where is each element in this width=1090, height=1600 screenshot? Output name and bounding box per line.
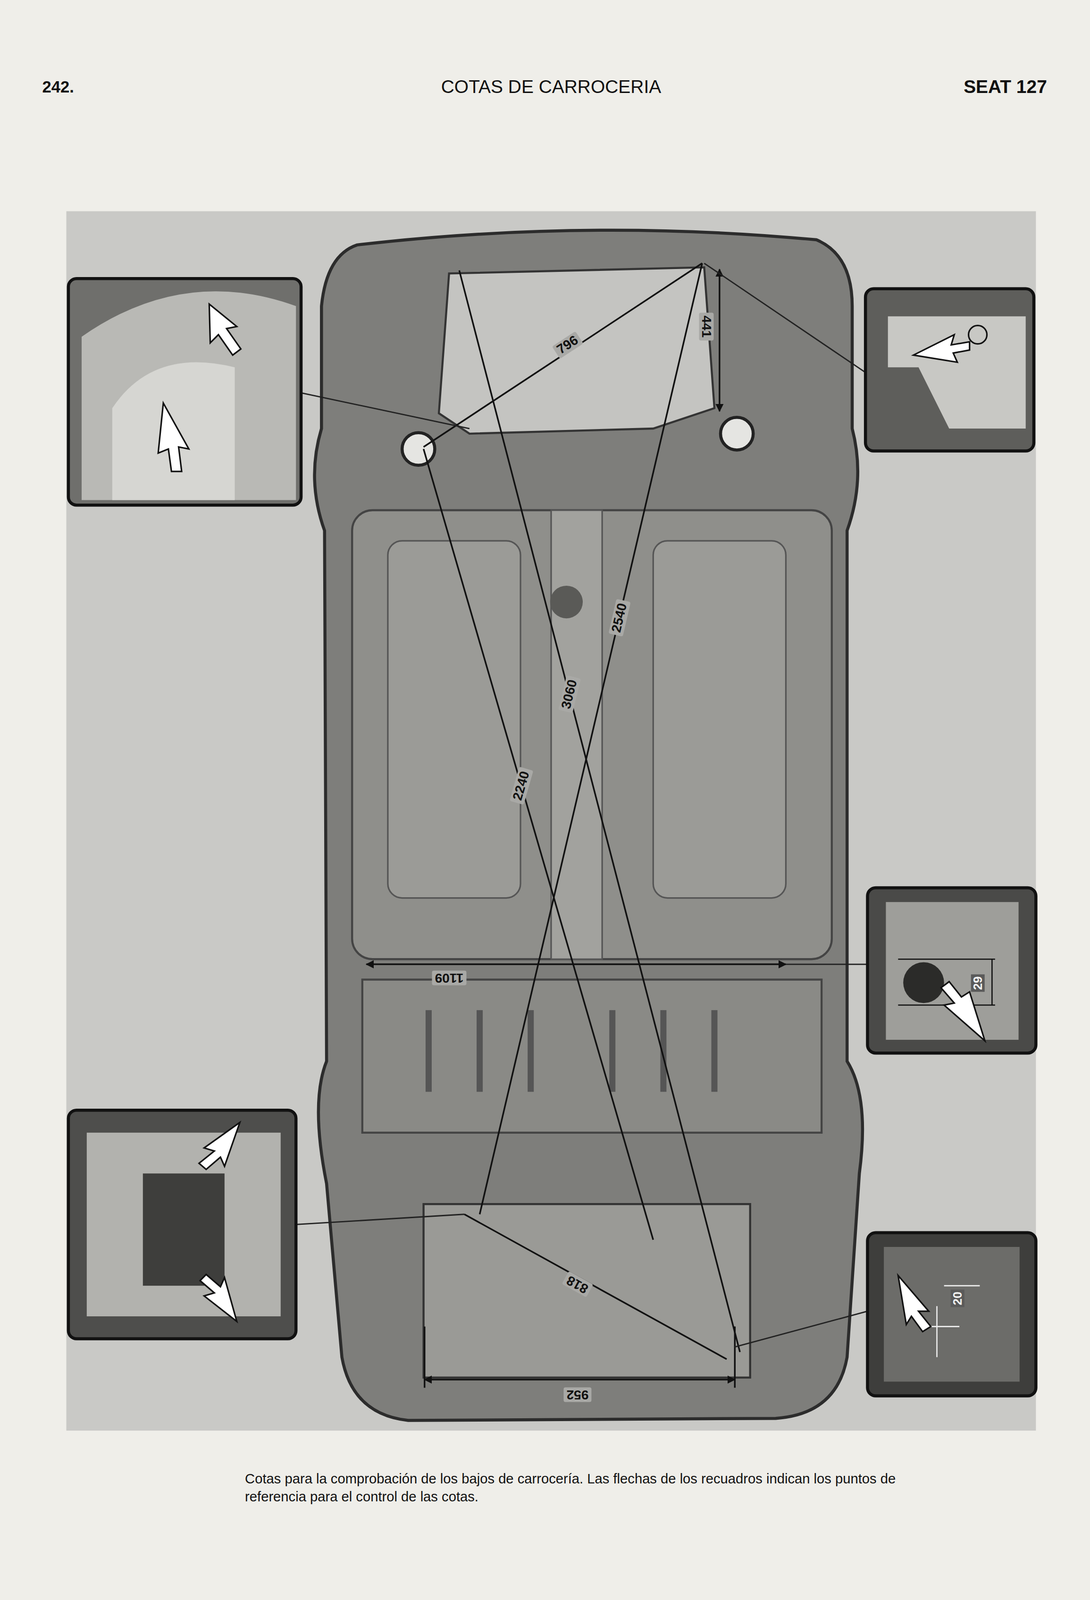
dimension-line [424,1378,736,1380]
inset-panel [81,291,296,500]
reference-hole [903,962,945,1003]
white-arrow [200,1274,237,1321]
inset-panel [883,1246,1020,1382]
white-arrow [897,1274,931,1332]
inset-dimension: 20 [950,1289,965,1308]
inset-frame [68,278,302,505]
dimension-line [991,958,993,1005]
dimension-line [366,963,786,965]
strut-mount [402,432,435,466]
crosshair [936,1305,938,1357]
dimension-line [464,1214,727,1359]
rib [476,1009,483,1092]
white-arrow [913,334,970,362]
drain-hole [550,585,583,619]
inset-bottom-left [68,1109,296,1339]
inset-dimension: 29 [971,973,985,992]
rib [425,1009,432,1092]
leader-line [734,1310,868,1347]
rib [609,1009,616,1092]
dimension-line [423,448,654,1240]
car-body [314,230,863,1421]
dimension-line [479,263,703,1215]
rib [711,1009,718,1092]
white-arrow [158,402,189,472]
center-tunnel [551,510,603,959]
dimension-line [718,269,721,412]
inset-bottom-right [867,1232,1036,1396]
white-arrow [199,1122,241,1169]
leader-line [785,963,868,965]
extension-line [944,1284,981,1287]
dimension-value: 1109 [431,970,467,986]
inset-frame [867,887,1036,1053]
inset-panel [86,1132,281,1317]
dimension-lines [366,263,786,1388]
dimension-line [459,270,740,1352]
inset-panel [888,316,1026,429]
floor-panel [387,540,521,898]
page-number: 242. [42,77,75,96]
inset-crossmember [142,1173,225,1286]
model-name: SEAT 127 [963,76,1048,97]
strut-mount [720,417,754,450]
extension-line [897,958,995,960]
inset-frame [867,1232,1036,1396]
inset-panel [112,362,235,501]
inset-panel [885,901,1019,1040]
inset-frame [865,288,1034,452]
leader-lines [295,263,868,1347]
page-heading: COTAS DE CARROCERIA [441,76,662,97]
inset-frame [68,1109,296,1339]
extension-line [423,1326,426,1388]
dimension-value: 952 [563,1386,592,1402]
white-arrow [209,303,241,355]
rib [527,1009,534,1092]
rear-floor [362,979,822,1133]
leader-line [704,263,866,373]
inset-top-left [68,278,302,505]
rear-trunk-floor [423,1203,751,1378]
extension-line [734,1326,736,1388]
rear-floor-ribs [428,1009,715,1092]
inset-top-right [865,288,1034,452]
floor-panel [653,540,786,898]
reference-point [968,325,988,344]
inset-right-middle [867,887,1036,1053]
leader-line [301,392,470,429]
figure-caption: Cotas para la comprobación de los bajos … [244,1469,949,1506]
dimension-value: 441 [698,312,714,341]
leader-line [295,1214,465,1225]
photo-ground [66,211,1037,1431]
